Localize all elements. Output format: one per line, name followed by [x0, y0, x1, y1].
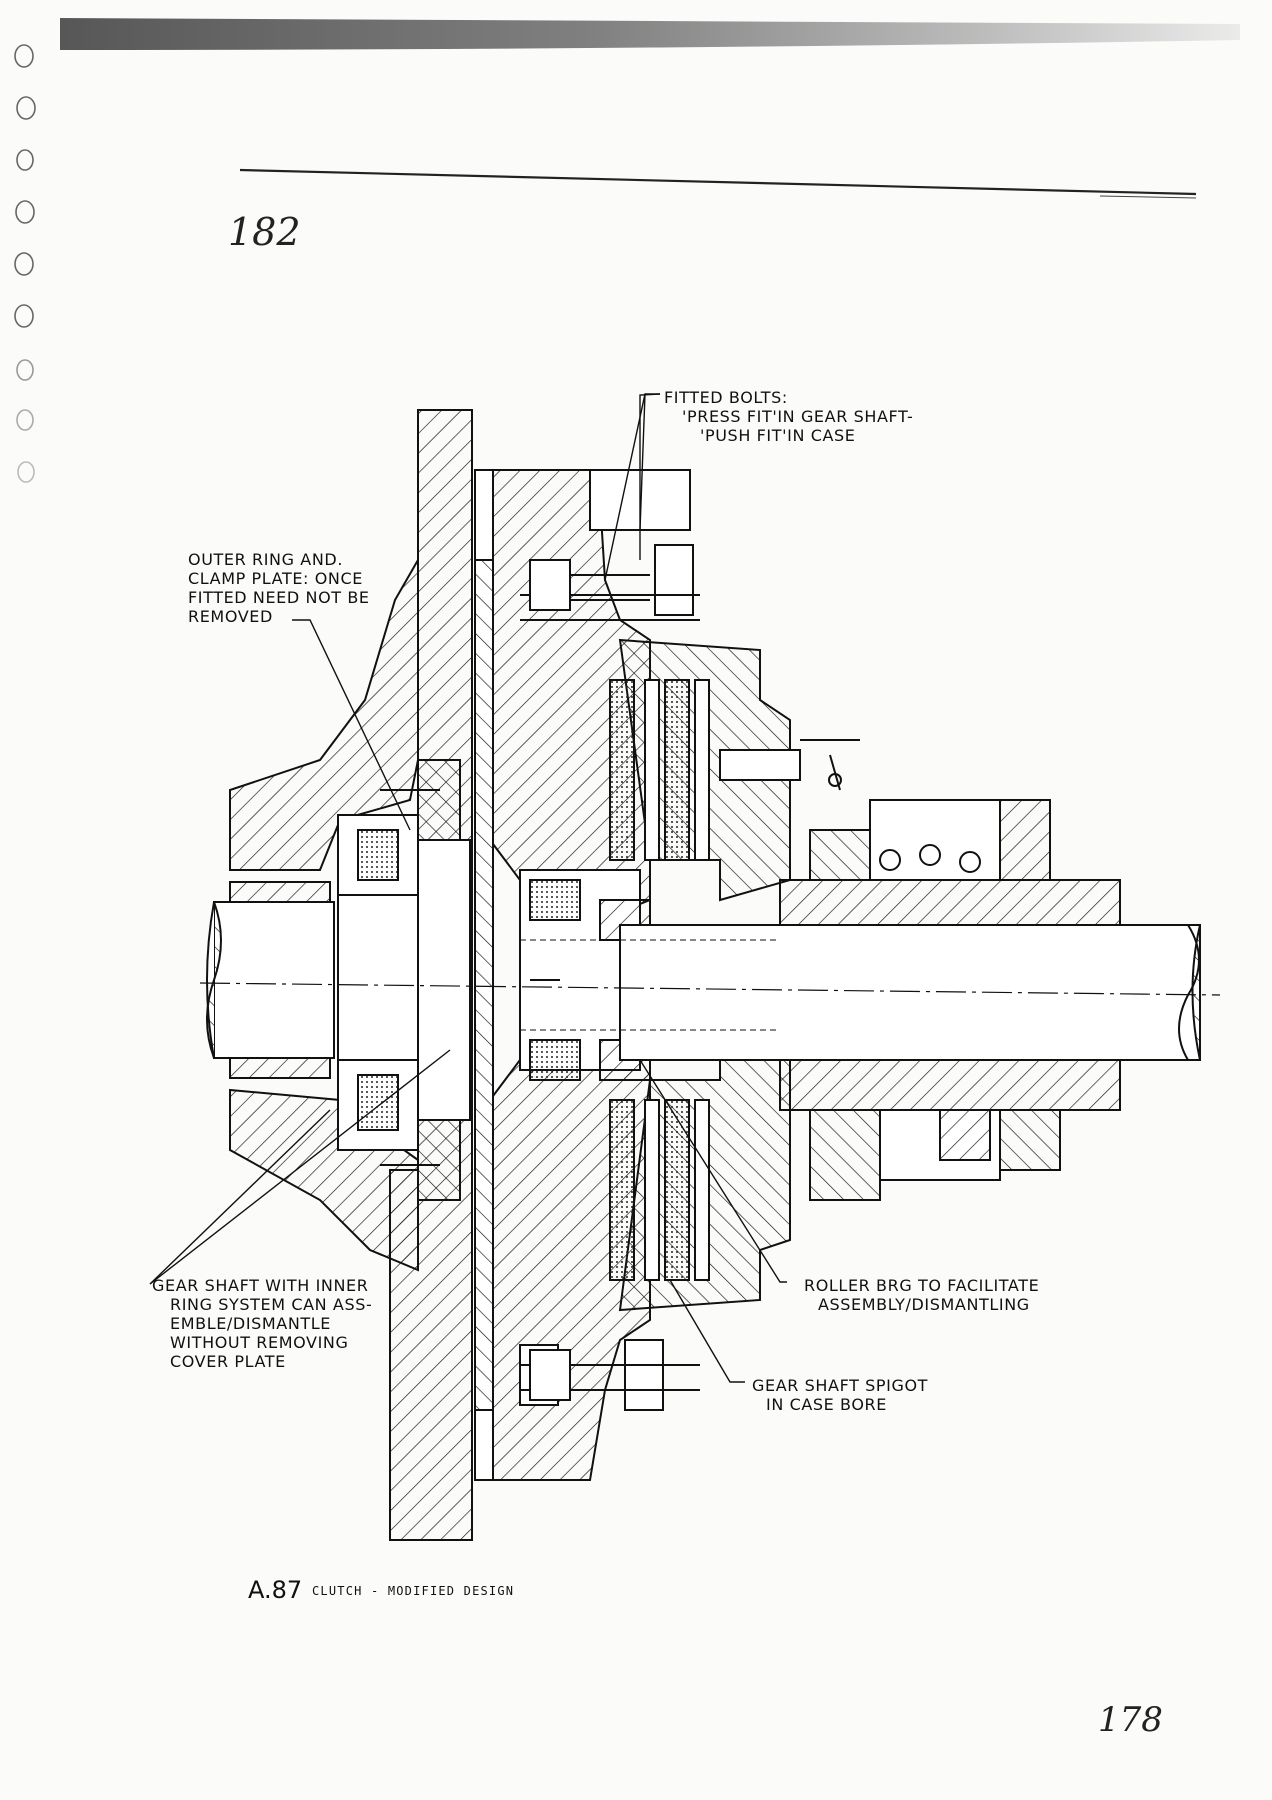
label-fitted-bolts-line1: FITTED BOLTS: [664, 388, 788, 407]
label-outer-ring: OUTER RING AND. CLAMP PLATE: ONCE FITTED… [188, 550, 370, 626]
figure-title: CLUTCH - MODIFIED DESIGN [312, 1584, 515, 1598]
label-gear-shaft-line2: RING SYSTEM CAN ASS- [170, 1295, 373, 1314]
scan-artifact-band [60, 18, 1240, 50]
label-fitted-bolts: FITTED BOLTS: 'PRESS FIT'IN GEAR SHAFT- … [664, 388, 913, 445]
label-roller-brg: ROLLER BRG TO FACILITATE ASSEMBLY/DISMAN… [804, 1276, 1039, 1314]
figure-number: A.87 [248, 1576, 303, 1604]
label-roller-brg-line1: ROLLER BRG TO FACILITATE [804, 1276, 1040, 1295]
label-gear-shaft-line4: WITHOUT REMOVING [170, 1333, 349, 1352]
punch-holes [14, 44, 36, 483]
label-outer-ring-line2: CLAMP PLATE: ONCE [188, 569, 363, 588]
label-gear-shaft: GEAR SHAFT WITH INNER RING SYSTEM CAN AS… [152, 1276, 372, 1371]
label-spigot-line2: IN CASE BORE [766, 1395, 887, 1414]
label-gear-shaft-line3: EMBLE/DISMANTLE [170, 1314, 332, 1333]
label-fitted-bolts-line2: 'PRESS FIT'IN GEAR SHAFT- [682, 407, 914, 426]
label-spigot-line1: GEAR SHAFT SPIGOT [752, 1376, 929, 1395]
top-rule [239, 168, 1197, 199]
label-gear-shaft-line1: GEAR SHAFT WITH INNER [152, 1276, 369, 1295]
label-roller-brg-line2: ASSEMBLY/DISMANTLING [818, 1295, 1030, 1314]
handwritten-page-ref: 182 [228, 210, 301, 254]
label-spigot: GEAR SHAFT SPIGOT IN CASE BORE [752, 1376, 928, 1414]
label-outer-ring-line4: REMOVED [188, 607, 273, 626]
label-outer-ring-line1: OUTER RING AND. [188, 550, 343, 569]
label-fitted-bolts-line3: 'PUSH FIT'IN CASE [700, 426, 856, 445]
handwritten-page-number: 178 [1098, 1700, 1163, 1740]
label-gear-shaft-line5: COVER PLATE [170, 1352, 286, 1371]
label-outer-ring-line3: FITTED NEED NOT BE [188, 588, 370, 607]
